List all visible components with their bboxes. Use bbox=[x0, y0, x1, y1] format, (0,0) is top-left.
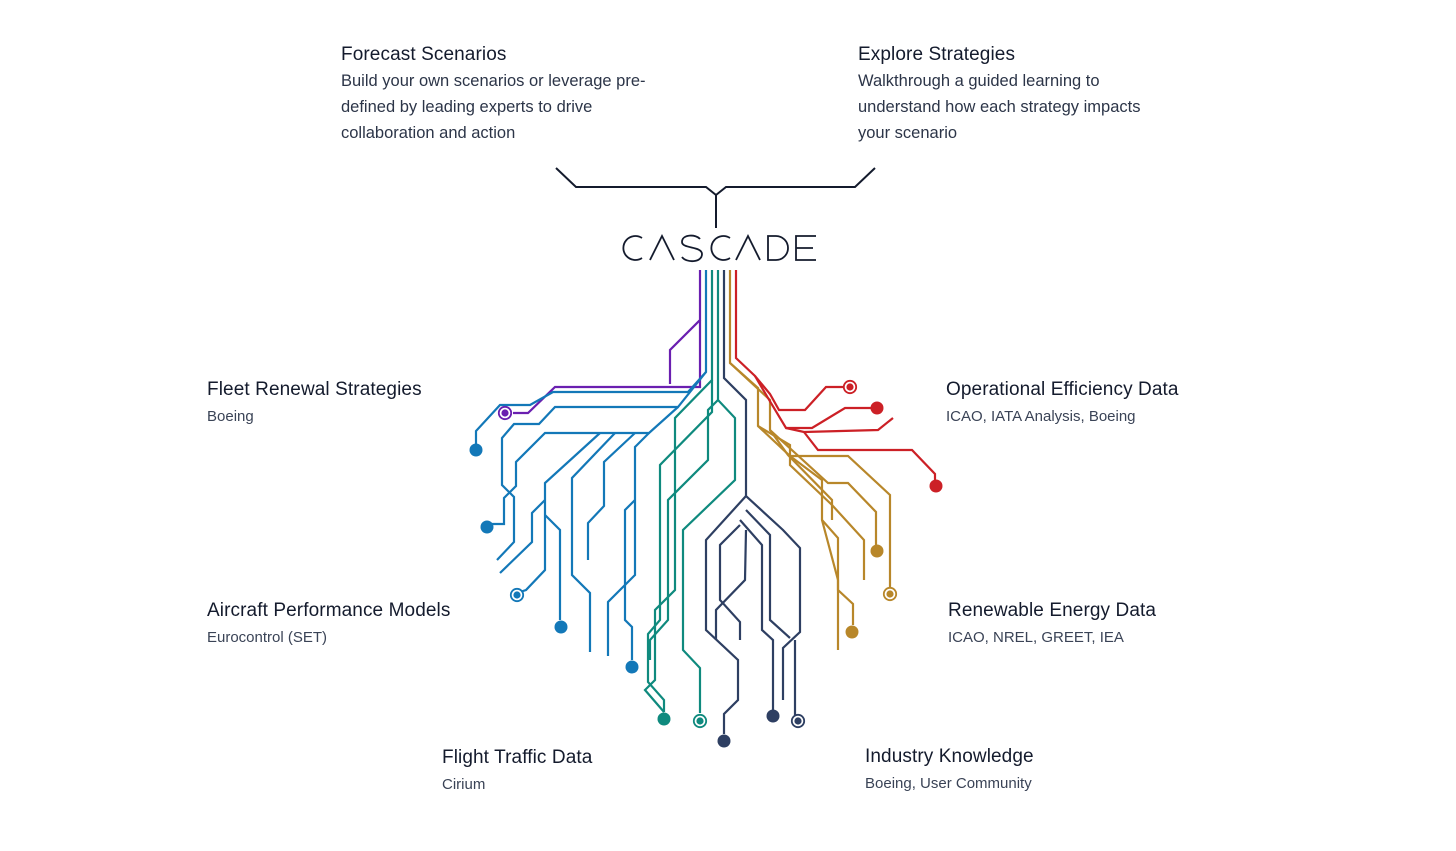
forecast-scenarios-block: Forecast Scenarios Build your own scenar… bbox=[341, 42, 701, 146]
blue-trace bbox=[519, 432, 601, 594]
blue-trace bbox=[489, 406, 679, 526]
navy-trace bbox=[745, 509, 791, 639]
flight-traffic-title: Flight Traffic Data bbox=[442, 747, 593, 768]
logo-letter-a bbox=[649, 233, 675, 261]
gold-ring-node bbox=[882, 586, 898, 602]
logo-letter-c2 bbox=[710, 235, 731, 261]
logo-letter-e bbox=[795, 235, 816, 261]
navy-terminal-node bbox=[766, 709, 780, 723]
navy-trace bbox=[739, 519, 775, 710]
blue-terminal-node bbox=[554, 620, 568, 634]
industry-knowledge-title: Industry Knowledge bbox=[865, 746, 1034, 767]
forecast-scenarios-line-1: Build your own scenarios or leverage pre… bbox=[341, 72, 646, 90]
blue-trace bbox=[474, 270, 708, 446]
cascade-logo bbox=[622, 233, 816, 263]
teal-trace bbox=[681, 270, 737, 713]
explore-strategies-line-2: understand how each strategy impacts bbox=[858, 98, 1141, 116]
logo-letter-c bbox=[622, 235, 643, 261]
renewable-energy-subtitle: ICAO, NREL, GREET, IEA bbox=[948, 629, 1124, 646]
blue-trace bbox=[496, 371, 707, 561]
forecast-scenarios-title: Forecast Scenarios bbox=[341, 44, 507, 65]
industry-knowledge-block: Industry Knowledge Boeing, User Communit… bbox=[865, 744, 1034, 796]
blue-trace bbox=[623, 499, 636, 660]
blue-trace bbox=[499, 499, 546, 574]
renewable-energy-block: Renewable Energy Data ICAO, NREL, GREET,… bbox=[948, 598, 1156, 650]
operational-efficiency-block: Operational Efficiency Data ICAO, IATA A… bbox=[946, 377, 1179, 429]
red-terminal-node bbox=[929, 479, 943, 493]
blue-trace bbox=[606, 432, 650, 656]
navy-trace bbox=[722, 270, 802, 700]
purple-trace bbox=[668, 270, 702, 384]
explore-strategies-line-3: your scenario bbox=[858, 124, 958, 142]
gold-trace bbox=[769, 429, 834, 520]
red-ring-node bbox=[842, 379, 858, 395]
logo-letter-d bbox=[767, 235, 789, 261]
top-bracket-connector bbox=[555, 167, 876, 228]
blue-trace bbox=[570, 432, 616, 652]
blue-terminal-node bbox=[480, 520, 494, 534]
explore-strategies-title: Explore Strategies bbox=[858, 44, 1016, 65]
navy-trace bbox=[714, 529, 748, 640]
red-trace bbox=[803, 431, 937, 485]
gold-trace bbox=[728, 270, 855, 625]
navy-trace bbox=[704, 495, 747, 734]
flight-traffic-subtitle: Cirium bbox=[442, 776, 486, 793]
flight-traffic-block: Flight Traffic Data Cirium bbox=[442, 745, 592, 797]
gold-terminal-node bbox=[870, 544, 884, 558]
industry-knowledge-subtitle: Boeing, User Community bbox=[865, 775, 1032, 792]
navy-ring-node bbox=[790, 713, 806, 729]
logo-letter-s bbox=[681, 234, 703, 263]
red-terminal-node bbox=[870, 401, 884, 415]
operational-efficiency-subtitle: ICAO, IATA Analysis, Boeing bbox=[946, 408, 1136, 425]
aircraft-performance-block: Aircraft Performance Models Eurocontrol … bbox=[207, 598, 450, 650]
logo-letter-a2 bbox=[735, 233, 761, 261]
blue-ring-node bbox=[509, 587, 525, 603]
renewable-energy-title: Renewable Energy Data bbox=[948, 600, 1157, 621]
red-trace bbox=[754, 375, 876, 430]
gold-trace bbox=[820, 519, 840, 650]
gold-terminal-node bbox=[845, 625, 859, 639]
fleet-renewal-title: Fleet Renewal Strategies bbox=[207, 379, 422, 400]
navy-terminal-node bbox=[717, 734, 731, 748]
teal-trace bbox=[648, 399, 719, 660]
teal-ring-node bbox=[692, 713, 708, 729]
teal-trace bbox=[646, 380, 714, 712]
explore-strategies-line-1: Walkthrough a guided learning to bbox=[858, 72, 1100, 90]
purple-ring-node bbox=[497, 405, 513, 421]
blue-trace bbox=[586, 432, 636, 560]
explore-strategies-block: Explore Strategies Walkthrough a guided … bbox=[858, 42, 1218, 146]
fleet-renewal-block: Fleet Renewal Strategies Boeing bbox=[207, 377, 422, 429]
teal-trace bbox=[643, 270, 714, 713]
forecast-scenarios-line-2: defined by leading experts to drive bbox=[341, 98, 593, 116]
fleet-renewal-subtitle: Boeing bbox=[207, 408, 254, 425]
red-trace bbox=[734, 270, 848, 412]
blue-terminal-node bbox=[469, 443, 483, 457]
teal-terminal-node bbox=[657, 712, 671, 726]
forecast-scenarios-line-3: collaboration and action bbox=[341, 124, 516, 142]
aircraft-performance-subtitle: Eurocontrol (SET) bbox=[207, 629, 328, 646]
bracket-line bbox=[555, 167, 876, 228]
purple-trace bbox=[513, 320, 702, 415]
navy-trace bbox=[718, 524, 742, 640]
blue-trace bbox=[544, 514, 562, 620]
aircraft-performance-title: Aircraft Performance Models bbox=[207, 600, 451, 621]
operational-efficiency-title: Operational Efficiency Data bbox=[946, 379, 1179, 400]
blue-terminal-node bbox=[625, 660, 639, 674]
gold-trace bbox=[790, 454, 892, 590]
red-trace bbox=[785, 417, 894, 434]
